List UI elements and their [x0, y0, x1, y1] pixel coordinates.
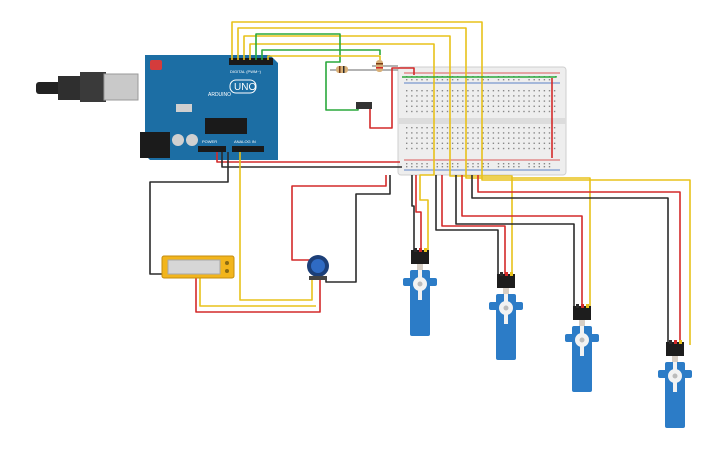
lcd-display[interactable]	[161, 255, 235, 279]
green-wire-d5	[255, 33, 359, 111]
black-wire-s1	[411, 175, 415, 250]
digital-header	[229, 58, 273, 65]
black-wire-gnd	[221, 152, 402, 168]
power-jack	[140, 132, 170, 158]
wires	[149, 21, 691, 345]
servo-motor-1[interactable]	[403, 248, 437, 336]
brand-label: ARDUINO	[208, 92, 231, 98]
small-component[interactable]	[356, 102, 372, 109]
resistor-2[interactable]	[376, 60, 383, 72]
black-wire-s4	[471, 175, 669, 342]
servo-motor-3[interactable]	[565, 304, 599, 392]
yellow-wire-a0	[239, 152, 313, 301]
yellow-wire-d7	[267, 55, 381, 60]
black-wire-s3	[455, 175, 575, 306]
green-wire-d6	[261, 49, 381, 60]
servo-motor-2[interactable]	[489, 272, 523, 360]
servo-motor-4[interactable]	[658, 340, 692, 428]
power-label: POWER	[202, 139, 217, 144]
black-wire-gnd-2	[149, 152, 229, 275]
power-header	[198, 146, 226, 152]
black-wire-pot	[325, 175, 391, 283]
resistor-1[interactable]	[336, 66, 348, 73]
red-wire-s3	[461, 175, 583, 306]
red-wire-bb-top	[369, 67, 415, 129]
analog-label: ANALOG IN	[234, 139, 256, 144]
yellow-wire-d1	[231, 21, 691, 345]
model-label: UNO	[234, 82, 256, 93]
microcontroller-chip	[205, 118, 247, 134]
red-wire-s1	[415, 175, 422, 250]
green-rail-wire	[402, 76, 557, 78]
yellow-wire-d4	[249, 43, 435, 250]
red-wire-s4	[477, 175, 681, 342]
red-wire-pot	[291, 175, 387, 261]
yellow-wire-d2	[237, 27, 591, 310]
analog-header	[232, 146, 264, 152]
yellow-wire-lcd	[199, 276, 316, 307]
usb-cable	[36, 72, 139, 102]
red-wire-lcd	[195, 276, 321, 313]
potentiometer[interactable]	[307, 255, 329, 280]
red-wire-s2	[441, 175, 506, 274]
reset-button[interactable]	[150, 60, 162, 70]
digital-label: DIGITAL (PWM~)	[230, 69, 262, 74]
red-wire-5v	[216, 152, 400, 163]
black-wire-s2	[435, 175, 499, 274]
yellow-wire-d3	[243, 35, 513, 278]
arduino-uno-board[interactable]: DIGITAL (PWM~) ARDUINO UNO POWER ANALOG …	[140, 55, 278, 160]
